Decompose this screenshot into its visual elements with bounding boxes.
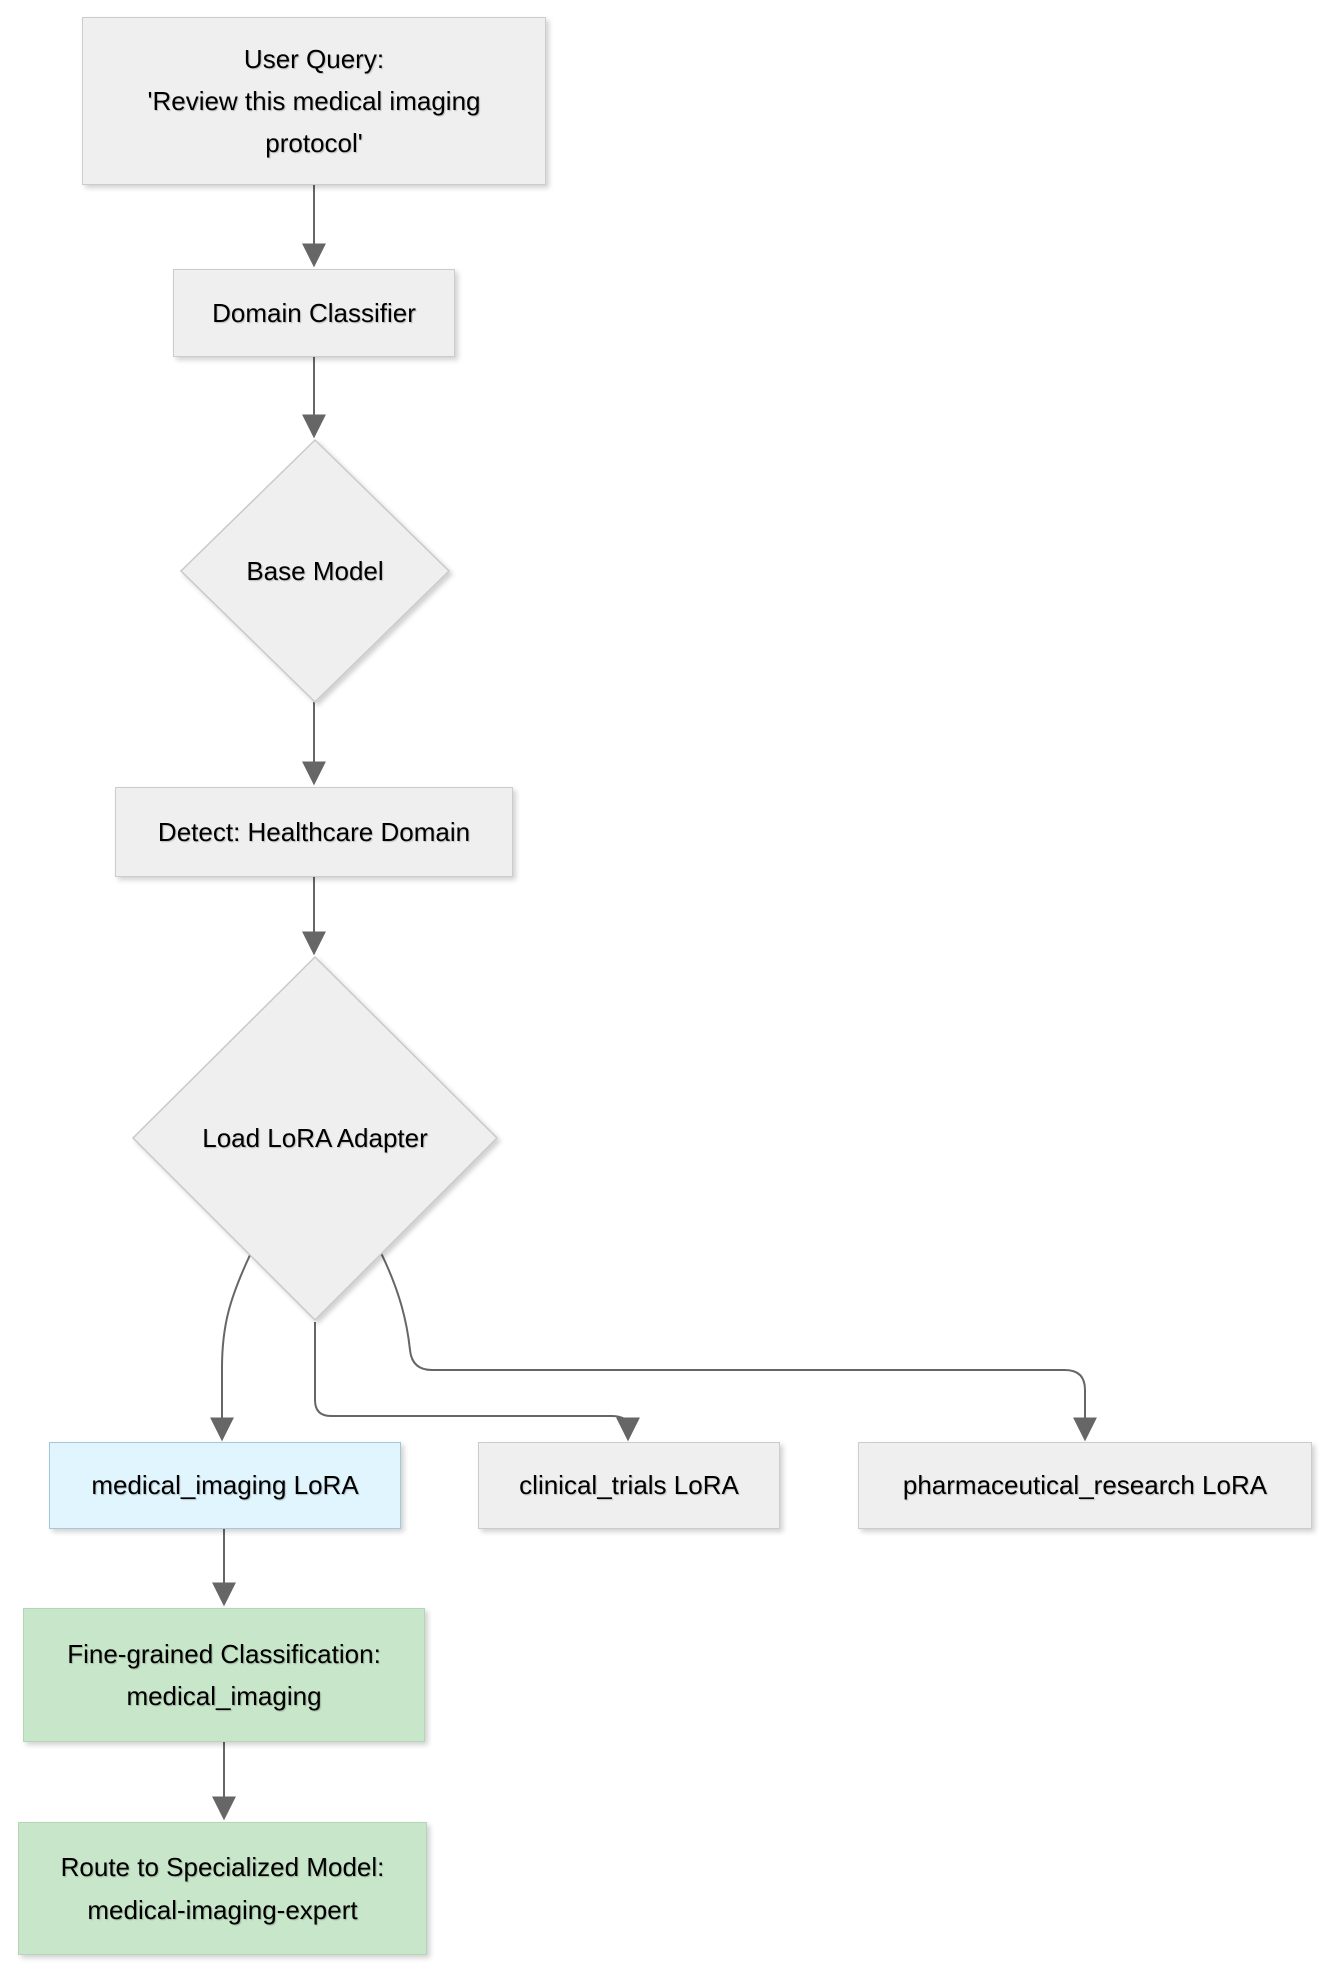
node-route-to-specialized-model-label: Route to Specialized Model: medical-imag… [60,1852,385,1925]
node-base-model-shape [179,438,451,704]
node-detect-healthcare-label: Detect: Healthcare Domain [157,816,471,847]
node-pharmaceutical-research-lora: pharmaceutical_research LoRA [858,1442,1312,1529]
node-domain-classifier-label: Domain Classifier [212,297,416,328]
node-user-query: User Query: 'Review this medical imaging… [82,17,546,185]
node-domain-classifier: Domain Classifier [173,269,455,357]
node-medical-imaging-lora-label: medical_imaging LoRA [91,1470,359,1501]
node-medical-imaging-lora: medical_imaging LoRA [49,1442,401,1529]
edge-load-lora-adapter-to-pharmaceutical-research-lora [380,1252,1097,1442]
edge-load-lora-adapter-to-medical-imaging-lora [210,1254,251,1442]
node-clinical-trials-lora: clinical_trials LoRA [478,1442,780,1529]
node-route-to-specialized-model: Route to Specialized Model: medical-imag… [18,1822,427,1955]
edge-load-lora-adapter-to-clinical-trials-lora [314,1322,640,1442]
node-user-query-label: User Query: 'Review this medical imaging… [147,43,481,159]
node-detect-healthcare: Detect: Healthcare Domain [115,787,513,877]
node-clinical-trials-lora-label: clinical_trials LoRA [519,1470,739,1501]
node-fine-grained-classification-label: Fine-grained Classification: medical_ima… [67,1638,381,1711]
node-fine-grained-classification: Fine-grained Classification: medical_ima… [23,1608,425,1742]
node-load-lora-adapter-shape [131,955,499,1322]
node-pharmaceutical-research-lora-label: pharmaceutical_research LoRA [902,1470,1268,1501]
